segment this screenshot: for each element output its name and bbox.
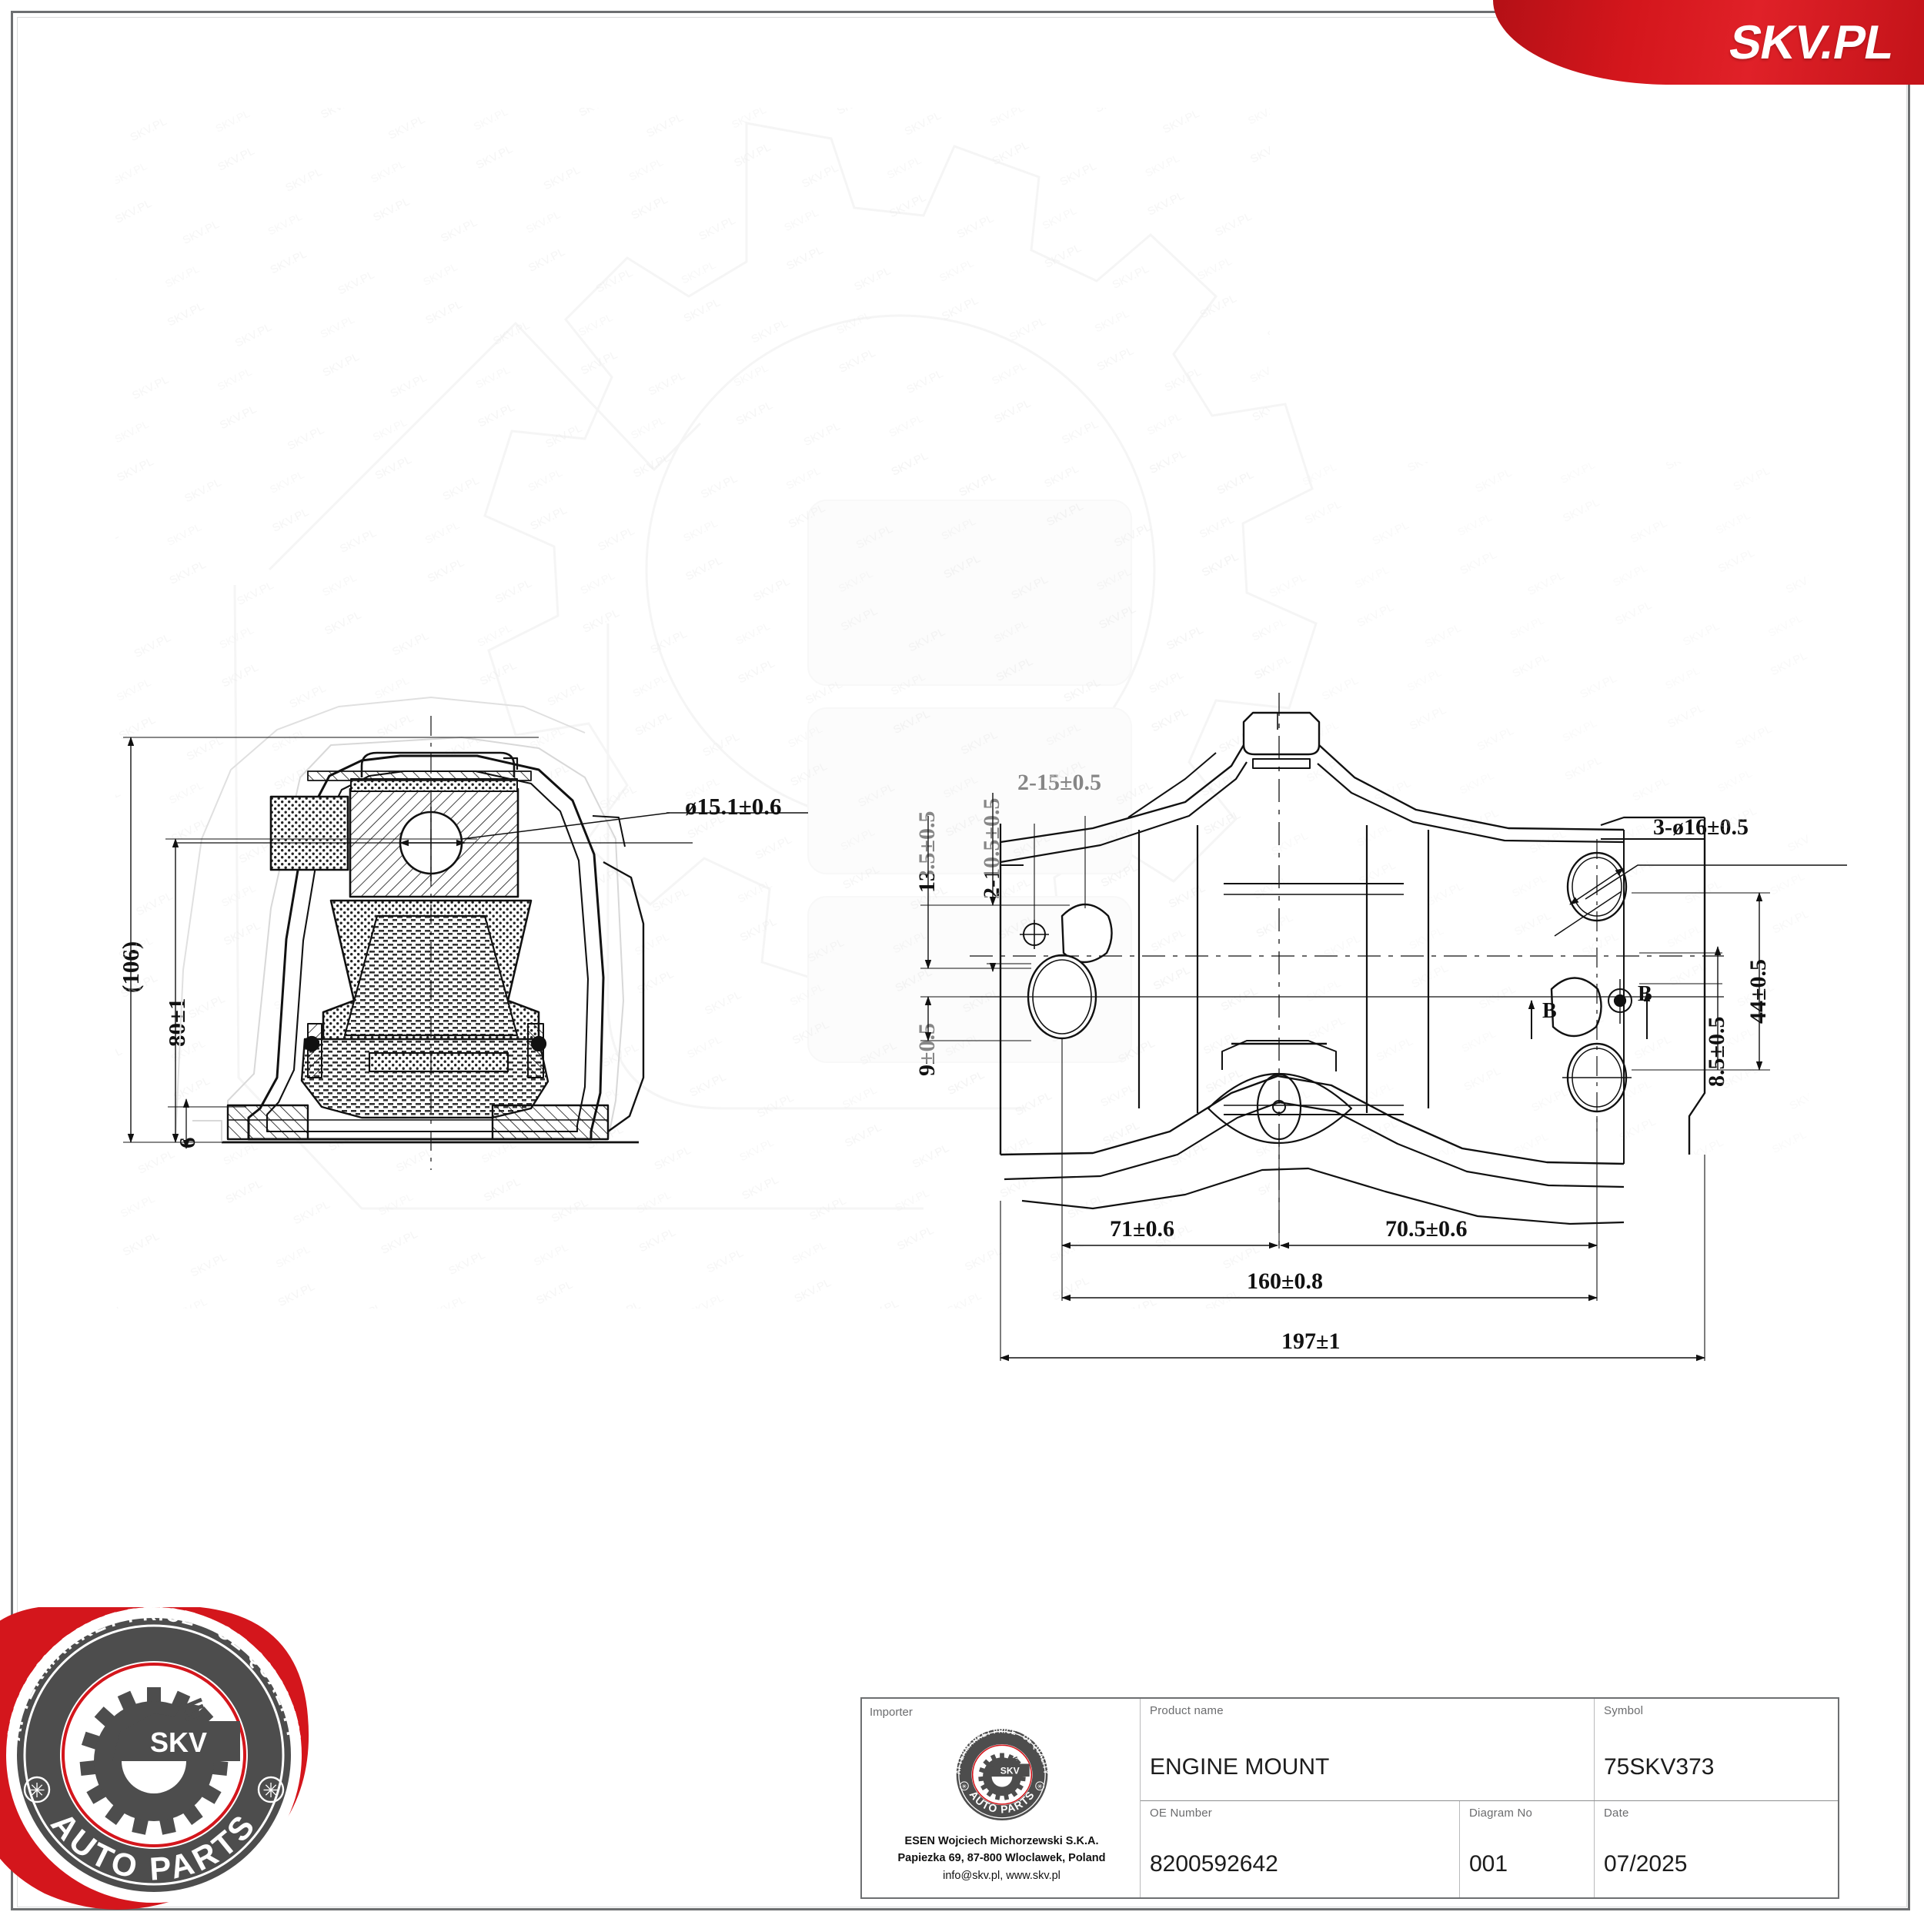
badge-center-text: SKV xyxy=(150,1726,207,1758)
title-block-importer-cell: Importer AFTERMARKET PRICE - OE QUALITY … xyxy=(862,1699,1141,1897)
symbol-cell: Symbol 75SKV373 xyxy=(1595,1699,1838,1800)
dim-right-span: 70.5±0.6 xyxy=(1385,1216,1468,1242)
oe-number-label: OE Number xyxy=(1150,1806,1212,1820)
badge-star-icon-left xyxy=(23,1776,51,1803)
oe-number-value: 8200592642 xyxy=(1150,1851,1278,1877)
oe-number-cell: OE Number 8200592642 xyxy=(1141,1800,1460,1897)
diagram-no-label: Diagram No xyxy=(1469,1806,1533,1820)
date-cell: Date 07/2025 xyxy=(1595,1801,1838,1897)
svg-text:✳: ✳ xyxy=(1037,1783,1043,1790)
symbol-label: Symbol xyxy=(1604,1704,1644,1717)
left-section-view xyxy=(123,697,808,1170)
svg-text:✳: ✳ xyxy=(262,1779,279,1802)
date-label: Date xyxy=(1604,1806,1629,1820)
right-plan-view xyxy=(920,693,1847,1362)
title-block-fields: Product name ENGINE MOUNT Symbol 75SKV37… xyxy=(1141,1699,1838,1897)
title-block-row-top: Product name ENGINE MOUNT Symbol 75SKV37… xyxy=(1141,1699,1838,1801)
drawing-sheet-inner-border xyxy=(17,17,1907,1907)
date-value: 07/2025 xyxy=(1604,1851,1688,1877)
diagram-no-cell: Diagram No 001 xyxy=(1460,1800,1595,1897)
symbol-value: 75SKV373 xyxy=(1604,1753,1715,1780)
badge-star-icon-right xyxy=(257,1776,285,1803)
skv-auto-parts-badge: AFTERMARKET PRICE - OE QUALITY AUTO PART… xyxy=(0,1603,309,1910)
title-block: Importer AFTERMARKET PRICE - OE QUALITY … xyxy=(860,1697,1839,1899)
title-block-row-bottom: OE Number 8200592642 Diagram No 001 Date… xyxy=(1141,1800,1838,1897)
product-name-value: ENGINE MOUNT xyxy=(1150,1753,1330,1780)
importer-contact: info@skv.pl, www.skv.pl xyxy=(943,1869,1061,1882)
section-mark-b-left: B xyxy=(1542,999,1557,1023)
svg-text:SKV: SKV xyxy=(1000,1765,1019,1776)
importer-company: ESEN Wojciech Michorzewski S.K.A. xyxy=(904,1835,1099,1847)
importer-logo: AFTERMARKET PRICE - OE QUALITY AUTO PART… xyxy=(954,1726,1049,1820)
product-name-label: Product name xyxy=(1150,1704,1224,1717)
badge-gear-icon xyxy=(79,1687,240,1835)
svg-text:✳: ✳ xyxy=(28,1779,45,1802)
importer-label: Importer xyxy=(870,1706,913,1719)
dim-overall-length: 197±1 xyxy=(1281,1329,1341,1354)
section-mark-b-right: B xyxy=(1638,982,1652,1006)
importer-address: Papiezka 69, 87-800 Wloclawek, Poland xyxy=(897,1852,1106,1865)
svg-text:✳: ✳ xyxy=(961,1783,967,1790)
product-name-cell: Product name ENGINE MOUNT xyxy=(1141,1699,1595,1800)
diagram-no-value: 001 xyxy=(1469,1851,1508,1877)
